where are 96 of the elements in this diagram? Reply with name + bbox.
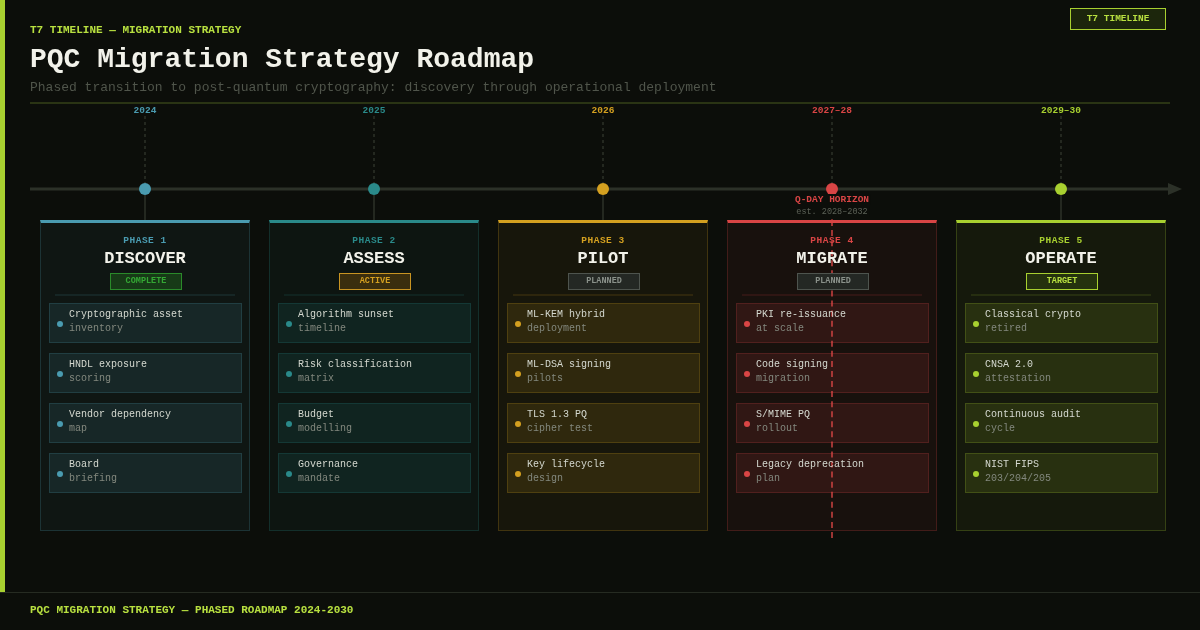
year-label: 2025: [362, 105, 386, 116]
task-detail: rollout: [756, 423, 798, 434]
task-detail: modelling: [298, 423, 352, 434]
task-title: Key lifecycle: [527, 459, 605, 470]
task-detail: map: [69, 423, 87, 434]
task-detail: design: [527, 473, 563, 484]
task-detail: timeline: [298, 323, 346, 334]
task-title: Governance: [298, 459, 358, 470]
status-badge: COMPLETE: [110, 273, 182, 290]
task-card: [278, 453, 471, 493]
task-title: ML-DSA signing: [527, 359, 611, 370]
task-detail: cipher test: [527, 423, 593, 434]
status-badge: PLANNED: [568, 273, 640, 290]
task-title: NIST FIPS: [985, 459, 1039, 470]
phase-label: PHASE 4: [809, 235, 855, 246]
phase-card: [269, 220, 479, 531]
task-card: [49, 403, 242, 443]
phase-label: PHASE 2: [351, 235, 397, 246]
task-card: [507, 353, 700, 393]
milestone-dot-icon: [826, 183, 838, 195]
status-badge: ACTIVE: [339, 273, 411, 290]
task-card: [49, 453, 242, 493]
task-card: [278, 353, 471, 393]
phase-title: DISCOVER: [103, 249, 187, 268]
task-detail: matrix: [298, 373, 334, 384]
task-detail: 203/204/205: [985, 473, 1051, 484]
task-detail: cycle: [985, 423, 1015, 434]
milestone-dot-icon: [139, 183, 151, 195]
year-label: 2024: [133, 105, 157, 116]
phase-card: [40, 220, 250, 531]
subtitle-text: Phased transition to post-quantum cryptography: discovery through operational deployment: [30, 80, 717, 95]
status-badge: TARGET: [1026, 273, 1098, 290]
header-badge: T7 TIMELINE: [1070, 8, 1166, 30]
milestone-dot-icon: [368, 183, 380, 195]
kicker-text: T7 TIMELINE — MIGRATION STRATEGY: [30, 24, 242, 36]
task-card: [736, 403, 929, 443]
year-label: 2026: [591, 105, 615, 116]
task-card: [278, 303, 471, 343]
task-detail: pilots: [527, 373, 563, 384]
task-title: TLS 1.3 PQ: [527, 409, 587, 420]
task-title: CNSA 2.0: [985, 359, 1033, 370]
page-title: PQC Migration Strategy Roadmap: [30, 44, 535, 75]
milestone-dot-icon: [597, 183, 609, 195]
task-title: S/MIME PQ: [756, 409, 810, 420]
task-card: [736, 353, 929, 393]
task-title: Risk classification: [298, 359, 413, 370]
task-card: [278, 403, 471, 443]
task-detail: plan: [756, 473, 780, 484]
task-card: [736, 303, 929, 343]
year-label: 2029–30: [1041, 105, 1081, 116]
task-title: Continuous audit: [985, 409, 1081, 420]
task-card: [49, 353, 242, 393]
phase-card: [498, 220, 708, 531]
task-title: PKI re-issuance: [756, 309, 846, 320]
phase-label: PHASE 1: [122, 235, 168, 246]
task-detail: mandate: [298, 473, 340, 484]
task-card: [49, 303, 242, 343]
task-card: [507, 403, 700, 443]
horizon-label: Q-DAY HORIZON: [792, 194, 872, 205]
task-title: HNDL exposure: [69, 359, 147, 370]
phase-title: ASSESS: [342, 249, 406, 268]
year-label: 2027–28: [812, 105, 852, 116]
task-card: [965, 403, 1158, 443]
task-title: Legacy deprecation: [756, 459, 865, 470]
task-card: [965, 303, 1158, 343]
task-detail: attestation: [985, 373, 1051, 384]
task-card: [965, 353, 1158, 393]
milestone-dot-icon: [1055, 183, 1067, 195]
task-detail: briefing: [69, 473, 117, 484]
task-title: Budget: [298, 409, 334, 420]
phase-label: PHASE 3: [580, 235, 626, 246]
status-badge: PLANNED: [797, 273, 869, 290]
phase-title: OPERATE: [1024, 249, 1098, 268]
footer-text: PQC MIGRATION STRATEGY — PHASED ROADMAP 2024-2030: [30, 604, 354, 616]
horizon-date: est. 2028–2032: [794, 207, 870, 217]
task-title: Algorithm sunset: [298, 309, 394, 320]
task-title: Classical crypto: [985, 309, 1081, 320]
task-title: Board: [69, 459, 99, 470]
phase-card: [956, 220, 1166, 531]
task-card: [507, 453, 700, 493]
phase-title: PILOT: [576, 249, 630, 268]
task-detail: inventory: [69, 323, 123, 334]
task-card: [965, 453, 1158, 493]
task-detail: retired: [985, 323, 1027, 334]
phase-label: PHASE 5: [1038, 235, 1084, 246]
task-title: Cryptographic asset: [69, 309, 184, 320]
task-detail: migration: [756, 373, 810, 384]
task-detail: at scale: [756, 323, 804, 334]
task-title: ML-KEM hybrid: [527, 309, 605, 320]
phase-title: MIGRATE: [795, 249, 869, 268]
task-card: [507, 303, 700, 343]
task-card: [736, 453, 929, 493]
task-title: Code signing: [756, 359, 828, 370]
task-detail: deployment: [527, 323, 587, 334]
task-detail: scoring: [69, 373, 111, 384]
task-title: Vendor dependency: [69, 409, 172, 420]
